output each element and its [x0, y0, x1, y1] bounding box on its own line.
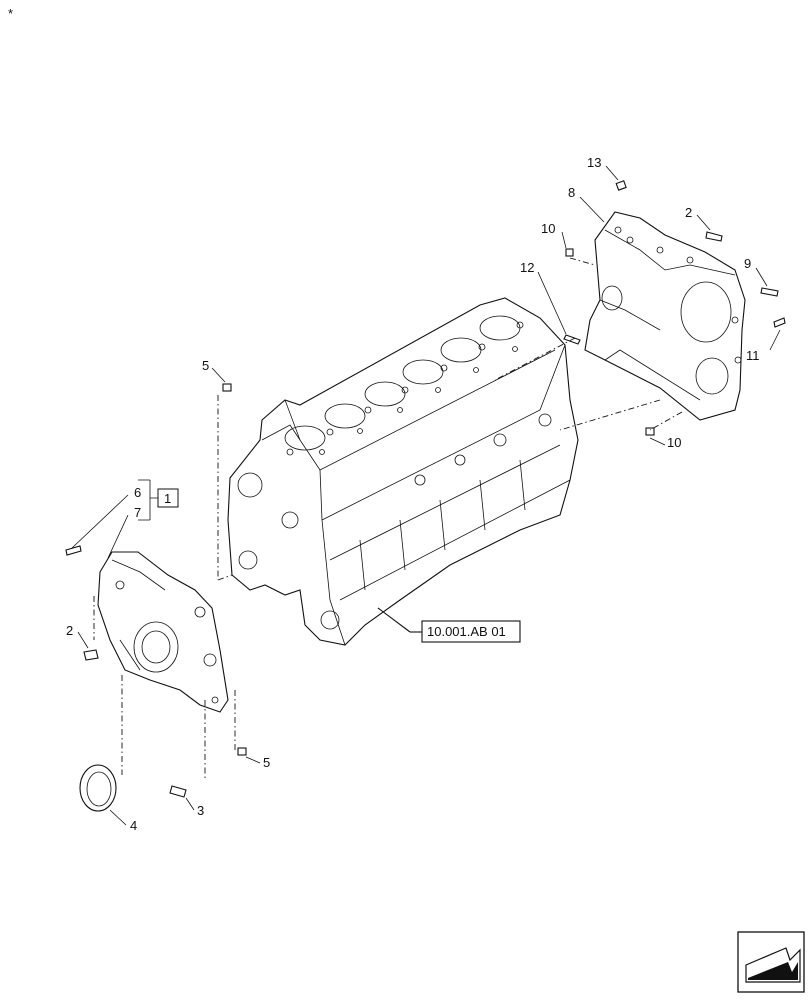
callout-10-bottom: 10 [667, 435, 681, 450]
callout-11: 11 [746, 348, 760, 363]
reference-label: 10.001.AB 01 [427, 624, 506, 639]
callout-1: 1 [164, 491, 171, 506]
callout-5-bottom: 5 [263, 755, 270, 770]
front-cover [97, 551, 229, 713]
callout-2-left: 2 [66, 623, 73, 638]
callout-6: 6 [134, 485, 141, 500]
callout-9: 9 [744, 256, 751, 271]
page-mark: * [8, 6, 13, 21]
callout-numbers: 13 8 2 10 9 12 11 10 5 6 7 1 2 5 3 4 [66, 155, 760, 833]
callout-13: 13 [587, 155, 601, 170]
callout-2-top: 2 [685, 205, 692, 220]
engine-block [227, 297, 579, 646]
fasteners [65, 180, 786, 798]
callout-8: 8 [568, 185, 575, 200]
callout-4: 4 [130, 818, 137, 833]
callout-5-top: 5 [202, 358, 209, 373]
callout-3: 3 [197, 803, 204, 818]
assembly-lines [93, 257, 683, 780]
next-page-arrow-icon[interactable] [737, 931, 805, 993]
callout-12: 12 [520, 260, 534, 275]
callout-leaders [71, 165, 781, 826]
deck-holes [286, 321, 524, 456]
reference-link[interactable]: 10.001.AB 01 [377, 607, 521, 643]
callout-7: 7 [134, 505, 141, 520]
gear-housing [584, 211, 746, 421]
seal-ring [79, 764, 117, 812]
cylinder-bores [284, 315, 521, 451]
callout-10-top: 10 [541, 221, 555, 236]
